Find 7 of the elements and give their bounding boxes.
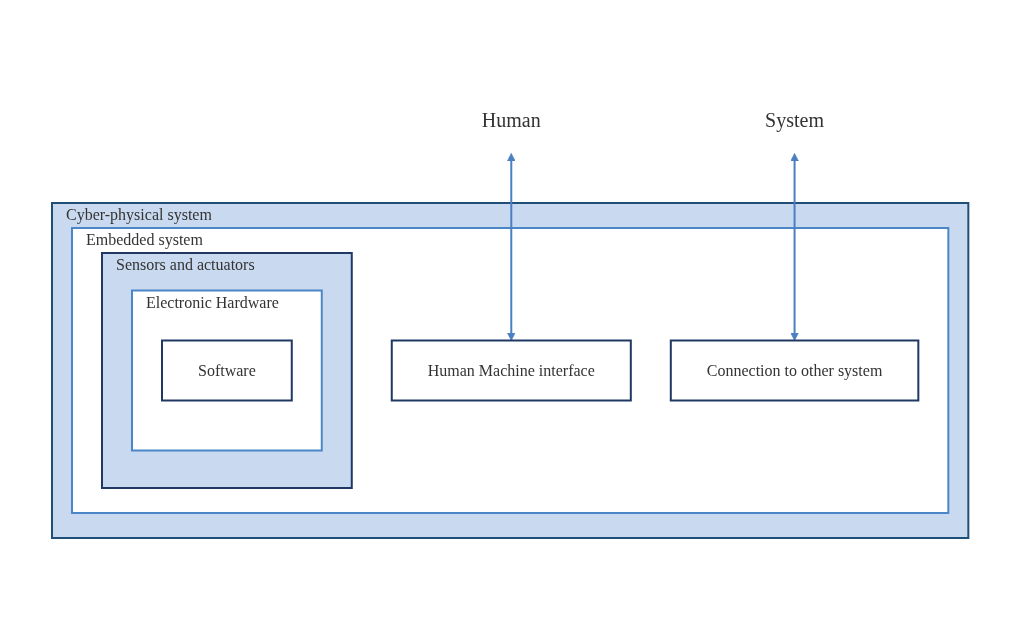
arrow — [790, 153, 800, 341]
node-text: System — [765, 109, 825, 131]
node-text: Human — [482, 109, 542, 131]
node-box: Connection to other system — [670, 339, 920, 402]
node-box: Human Machine interface — [391, 339, 633, 402]
node-box: Software — [161, 339, 294, 402]
arrow — [507, 153, 516, 341]
